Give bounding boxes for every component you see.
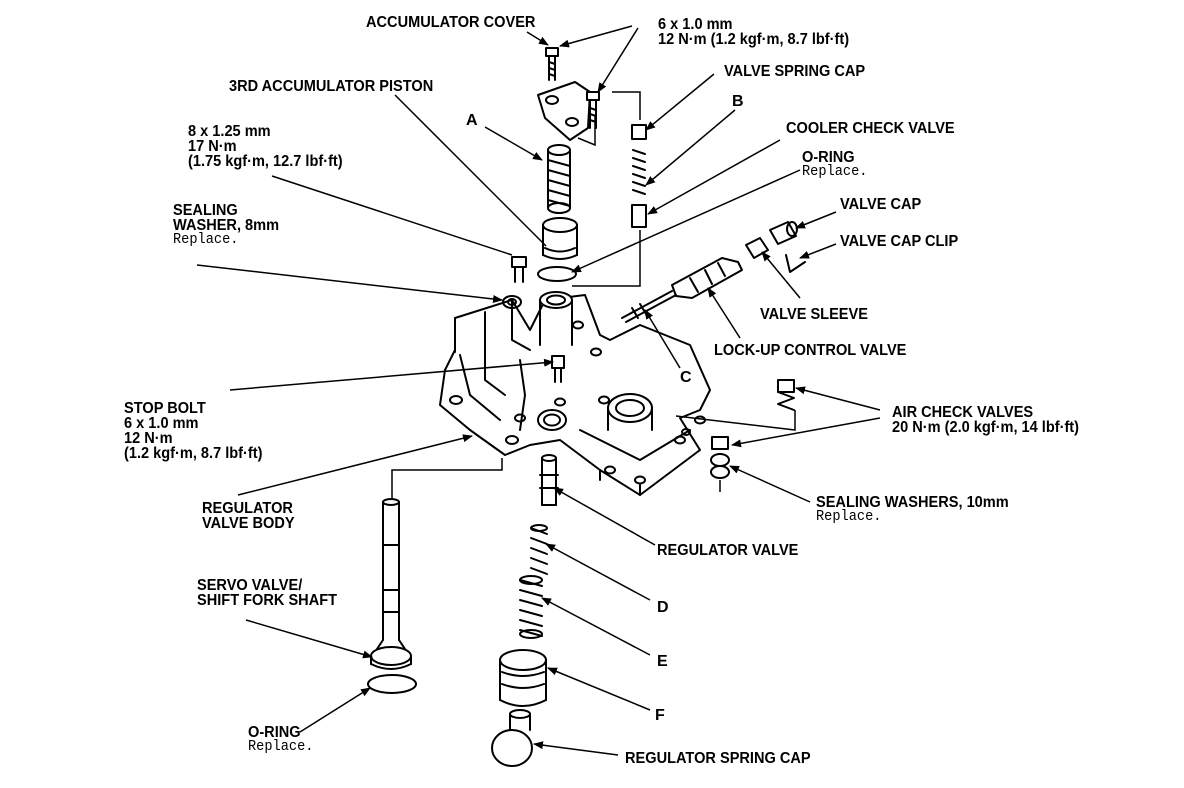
label-cooler-check-valve: COOLER CHECK VALVE	[786, 120, 955, 137]
callout-letter-e: E	[657, 653, 668, 670]
label-accumulator-piston: 3RD ACCUMULATOR PISTON	[229, 78, 434, 95]
callout-letter-c: C	[680, 369, 692, 386]
label-regulator-valve-body: REGULATOR VALVE BODY	[202, 500, 295, 532]
leader-lines	[196, 25, 881, 756]
spring-d-drawing	[530, 524, 548, 575]
valve-spring-cap-drawing	[631, 124, 647, 228]
regulator-spring-cap-drawing	[491, 709, 533, 767]
spring-e-drawing	[519, 575, 543, 639]
regulator-valve-drawing	[539, 454, 559, 506]
label-air-check-valves: AIR CHECK VALVES 20 N·m (2.0 kgf·m, 14 l…	[892, 404, 1080, 436]
label-valve-cap: VALVE CAP	[840, 196, 922, 213]
accumulator-piston-drawing	[542, 217, 578, 260]
air-check-valves-drawing	[710, 379, 795, 479]
sleeve-f-drawing	[499, 649, 547, 707]
sealing-washer-8mm-drawing	[502, 256, 527, 309]
label-bolt-8mm-spec: 8 x 1.25 mm 17 N·m (1.75 kgf·m, 12.7 lbf…	[188, 123, 343, 170]
label-sealing-washer-8mm: SEALING WASHER, 8mm Replace.	[173, 202, 280, 248]
label-valve-cap-clip: VALVE CAP CLIP	[840, 233, 959, 250]
callout-letter-f: F	[655, 707, 665, 724]
o-ring-bottom-drawing	[367, 674, 417, 694]
label-valve-spring-cap: VALVE SPRING CAP	[724, 63, 866, 80]
label-sealing-washers-10mm: SEALING WASHERS, 10mm Replace.	[816, 494, 1009, 525]
label-o-ring-top: O-RING Replace.	[802, 149, 868, 180]
label-o-ring-bottom: O-RING Replace.	[248, 724, 314, 755]
callout-letter-b: B	[732, 93, 744, 110]
label-regulator-spring-cap: REGULATOR SPRING CAP	[625, 750, 811, 767]
callout-letter-a: A	[466, 112, 478, 129]
label-accumulator-cover: ACCUMULATOR COVER	[366, 14, 536, 31]
servo-valve-shaft-drawing	[370, 498, 412, 670]
spring-a-drawing	[547, 144, 571, 214]
callout-letter-d: D	[657, 599, 669, 616]
accumulator-cover-drawing	[537, 47, 600, 141]
label-cover-bolt-spec: 6 x 1.0 mm 12 N·m (1.2 kgf·m, 8.7 lbf·ft…	[658, 16, 850, 48]
regulator-valve-body-drawing	[439, 291, 711, 496]
o-ring-top-drawing	[537, 266, 577, 282]
label-stop-bolt: STOP BOLT 6 x 1.0 mm 12 N·m (1.2 kgf·m, …	[124, 400, 263, 462]
label-regulator-valve: REGULATOR VALVE	[657, 542, 799, 559]
label-valve-sleeve: VALVE SLEEVE	[760, 306, 868, 323]
label-servo-valve-shift-fork-shaft: SERVO VALVE/ SHIFT FORK SHAFT	[197, 577, 338, 609]
label-lock-up-control-valve: LOCK-UP CONTROL VALVE	[714, 342, 907, 359]
